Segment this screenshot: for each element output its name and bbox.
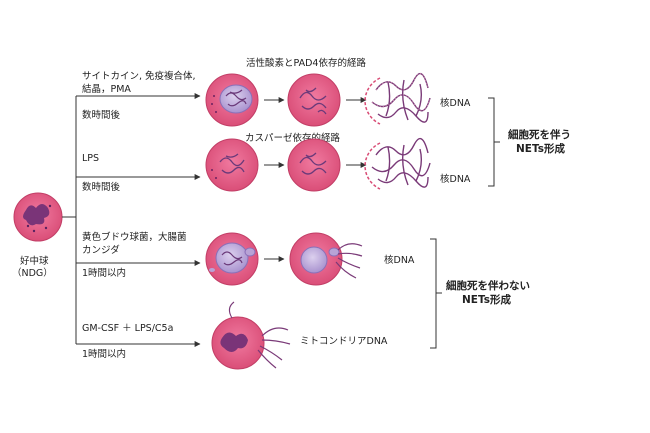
neutrophil-label-1: 好中球 xyxy=(20,255,49,267)
row4-time: 1時間以内 xyxy=(82,348,126,360)
row2-stimulus-1: LPS xyxy=(82,153,99,164)
row1-time: 数時間後 xyxy=(82,109,121,121)
without-death-label-2: NETs形成 xyxy=(462,293,511,306)
row4-cell-1 xyxy=(211,301,291,370)
with-death-label-2: NETs形成 xyxy=(516,142,565,155)
row2-time: 数時間後 xyxy=(82,181,121,193)
row2-cell-1 xyxy=(205,138,259,192)
row3-time: 1時間以内 xyxy=(82,267,126,279)
row2-net-cloud xyxy=(364,137,431,190)
row2-dna-label: 核DNA xyxy=(440,173,471,185)
row1-dna-label: 核DNA xyxy=(440,97,471,109)
row3-cell-1 xyxy=(205,232,259,286)
row1-cell-1 xyxy=(205,73,259,127)
neutrophil xyxy=(13,192,63,242)
row1-net-cloud xyxy=(364,72,431,125)
row1-stimulus-1: サイトカイン, 免疫複合体, xyxy=(82,70,196,82)
row3-stimulus-2: カンジダ xyxy=(82,244,120,256)
row4-dna-label: ミトコンドリアDNA xyxy=(300,336,388,347)
without-death-label-1: 細胞死を伴わない xyxy=(446,279,530,292)
neutrophil-label-2: （NDG） xyxy=(12,267,53,279)
row3-dna-label: 核DNA xyxy=(384,254,415,266)
row1-cell-2 xyxy=(287,73,341,127)
row3-stimulus-1: 黄色ブドウ球菌，大腸菌 xyxy=(82,231,187,243)
bracket-without-death xyxy=(430,238,437,349)
row1-pathway: 活性酸素とPAD4依存的経路 xyxy=(246,57,366,69)
row3-cell-2 xyxy=(289,232,363,286)
row1-stimulus-2: 結晶，PMA xyxy=(82,83,131,95)
row2-cell-2 xyxy=(287,138,341,192)
with-death-label-1: 細胞死を伴う xyxy=(508,128,571,141)
bracket-with-death xyxy=(488,97,495,187)
row4-stimulus-1: GM-CSF ＋ LPS/C5a xyxy=(82,323,173,334)
